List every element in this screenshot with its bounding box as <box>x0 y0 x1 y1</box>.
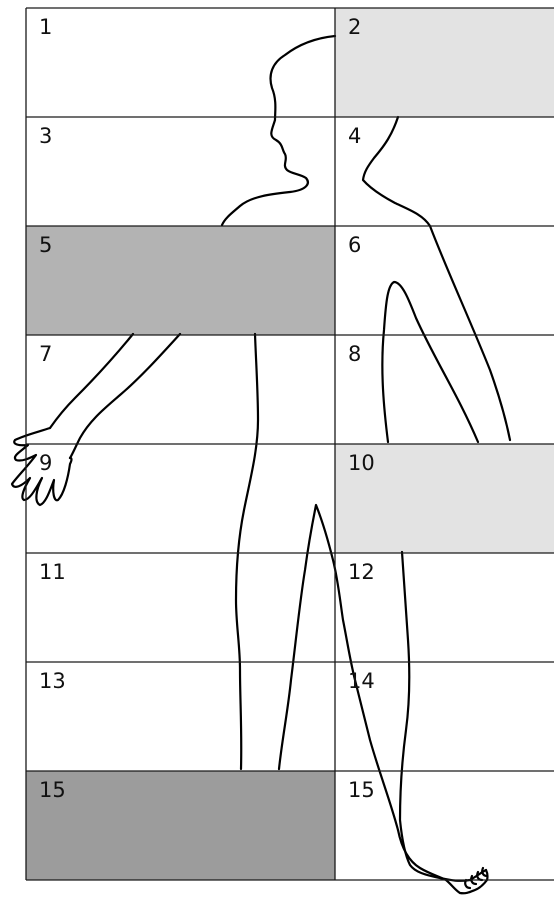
grid-cell-13 <box>26 662 335 771</box>
cell-label: 7 <box>39 342 52 366</box>
cell-label: 14 <box>348 669 375 693</box>
grid-cell-15 <box>26 771 335 880</box>
cell-label: 13 <box>39 669 66 693</box>
cell-label: 6 <box>348 233 361 257</box>
cell-label: 12 <box>348 560 375 584</box>
grid-cell-11 <box>26 553 335 662</box>
cell-label: 4 <box>348 124 361 148</box>
cell-label: 11 <box>39 560 66 584</box>
cell-label: 1 <box>39 15 52 39</box>
cell-label: 2 <box>348 15 361 39</box>
grid-cell-2 <box>335 8 554 117</box>
grid-cell-1 <box>26 8 335 117</box>
cell-label: 15 <box>39 778 66 802</box>
grid-cell-6 <box>335 226 554 335</box>
cell-label: 10 <box>348 451 375 475</box>
grid-cell-5 <box>26 226 335 335</box>
cell-label: 9 <box>39 451 52 475</box>
grid-cell-7 <box>26 335 335 444</box>
cell-label: 5 <box>39 233 52 257</box>
cell-label: 3 <box>39 124 52 148</box>
grid-cell-8 <box>335 335 554 444</box>
grid-cell-4 <box>335 117 554 226</box>
cell-label: 8 <box>348 342 361 366</box>
cell-label: 15 <box>348 778 375 802</box>
